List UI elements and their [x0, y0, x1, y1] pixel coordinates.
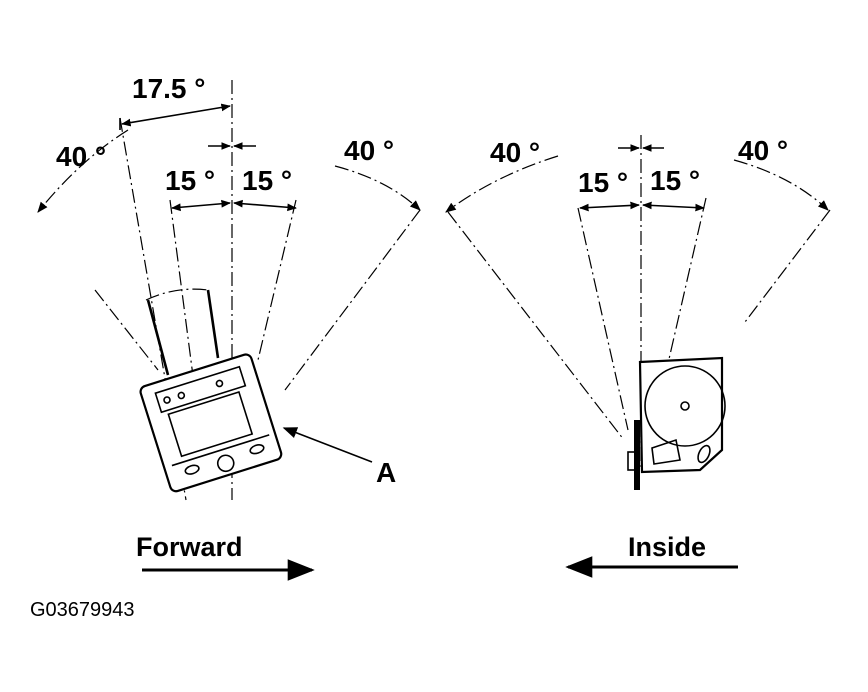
inner-right-dimension-arrow: [233, 199, 297, 212]
webbing-right-edge: [206, 289, 220, 359]
inside-label: Inside: [628, 532, 706, 562]
part-callout-label: A: [376, 457, 396, 488]
retractor-rivet-2: [177, 391, 186, 400]
retractor-side-view: [627, 356, 726, 490]
retractor-spool-outer: [644, 365, 726, 447]
retractor-lock-mechanism: [651, 438, 681, 465]
retractor-slot-right: [249, 444, 265, 455]
right-outer-right-limit-line: [744, 209, 831, 323]
retractor-mount-plate: [634, 420, 640, 490]
retractor-side-housing: [638, 356, 724, 474]
right-right-range-label: 40 °: [738, 135, 788, 166]
right-outer-left-limit-line: [447, 211, 625, 441]
right-inner-right-label: 15 °: [650, 165, 700, 196]
forward-label: Forward: [136, 532, 243, 562]
right-inner-right-limit-line: [654, 197, 707, 421]
tilt-angle-label: 17.5 °: [132, 73, 205, 104]
right-inner-left-limit-line: [577, 207, 629, 431]
right-inner-right-dimension-arrow: [642, 201, 705, 212]
left-view: 17.5 ° 40 ° 40 ° 15 ° 15 ° A Forward: [37, 73, 421, 581]
right-range-label: 40 °: [344, 135, 394, 166]
inner-left-label: 15 °: [165, 165, 215, 196]
retractor-spool-hub: [680, 401, 690, 411]
retractor-rivet-1: [163, 396, 171, 404]
retractor-assembly: [139, 353, 283, 493]
retractor-rivet-3: [215, 379, 224, 388]
tilt-dimension-arrow: [121, 103, 231, 127]
retractor-body: [139, 353, 283, 493]
outer-right-limit-line: [284, 209, 421, 391]
retractor-base-line: [171, 434, 270, 467]
inner-left-dimension-arrow: [171, 199, 231, 212]
webbing-left-edge: [146, 299, 170, 376]
left-range-label: 40 °: [56, 141, 106, 172]
right-view: 40 ° 40 ° 15 ° 15 ° Inside: [445, 135, 831, 578]
retractor-top-bar: [154, 365, 247, 414]
inner-right-label: 15 °: [242, 165, 292, 196]
retractor-mount-tab: [627, 451, 639, 471]
retractor-side-slot: [697, 444, 711, 464]
webbing-top-edge: [145, 288, 209, 301]
retractor-pivot: [216, 454, 235, 473]
retractor-slot-left: [184, 464, 200, 475]
right-right-range-arc: [733, 159, 829, 211]
right-inner-left-label: 15 °: [578, 167, 628, 198]
right-left-range-label: 40 °: [490, 137, 540, 168]
left-range-arc: [37, 129, 129, 213]
right-inner-left-dimension-arrow: [579, 201, 640, 212]
inner-right-limit-line: [257, 199, 297, 361]
retractor-frame: [167, 391, 254, 458]
callout-leader-a: [282, 427, 373, 463]
figure-code: G03679943: [30, 599, 135, 621]
right-range-arc: [334, 165, 421, 211]
outer-left-limit-line: [94, 289, 159, 371]
